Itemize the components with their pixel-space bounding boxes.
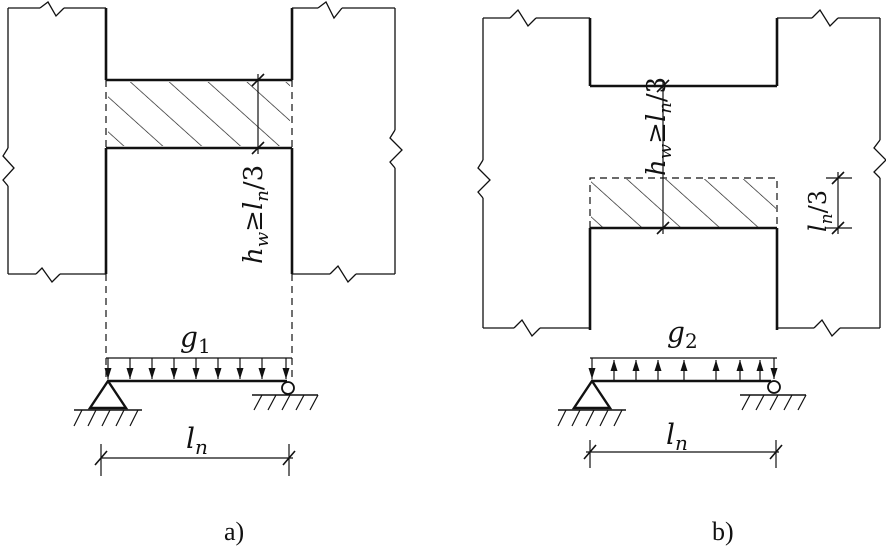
panel-b [477, 8, 886, 468]
panel-b-load-arrow-head [680, 360, 688, 371]
panel-a-load-arrow-head [148, 368, 156, 379]
panel-b-load-label: g2 [667, 316, 698, 353]
panel-b-hatched-load-zone [591, 179, 776, 227]
panel-b-load-arrow-head [610, 360, 618, 371]
panel-a-load-arrows [104, 358, 290, 379]
panel-a-pin-support [73, 378, 142, 427]
panel-b-roller-support [740, 380, 807, 411]
panel-a-load-arrow-head [236, 368, 244, 379]
panel-b-wall-boundary-left [477, 8, 590, 338]
panel-a-load-arrow-head [282, 368, 290, 379]
panel-a-load-arrow-head [104, 368, 112, 379]
panel-a-opening-outline [104, 8, 294, 274]
panel-a-load-arrow-head [192, 368, 200, 379]
panel-a-span-label: ln [186, 422, 208, 459]
panel-b-load-arrow-head [632, 360, 640, 371]
panel-a-height-label: hw≥ln/3 [239, 165, 273, 264]
panel-b-lower-opening-outline [588, 226, 779, 330]
panel-b-load-arrow-head [654, 360, 662, 371]
panel-a-load-arrow-head [214, 368, 222, 379]
panel-a-span-dimension [94, 444, 296, 476]
panel-a [2, 1, 403, 476]
panel-b-height-label: hw≥ln/3 [642, 77, 676, 176]
panel-b-load-arrow-head [736, 360, 744, 371]
panel-a-height-dimension [251, 73, 265, 155]
panel-a-load-arrow-head [126, 368, 134, 379]
panel-a-load-arrow-head [170, 368, 178, 379]
panel-b-load-arrow-head [756, 360, 764, 371]
panel-a-caption: a) [224, 517, 244, 546]
panel-b-hatch-dashed-boundary [589, 177, 778, 228]
panel-b-upper-opening-outline [588, 18, 779, 88]
panel-b-third-label: ln/3 [804, 190, 837, 232]
panel-a-hatched-load-zone [108, 82, 290, 146]
panel-a-load-label: g1 [180, 321, 211, 358]
panel-b-load-arrow-head [712, 360, 720, 371]
panel-b-wall-boundary-right [777, 8, 886, 338]
panel-b-height-dimension [656, 79, 670, 235]
panel-b-load-arrow-head [588, 368, 596, 379]
panel-a-wall-boundary-right [292, 1, 403, 284]
panel-a-wall-boundary-left [2, 1, 106, 284]
panel-a-roller-support [252, 381, 319, 411]
panel-b-caption: b) [712, 517, 734, 546]
panel-b-third-dimension [826, 171, 852, 235]
panel-b-load-arrow-head [770, 368, 778, 379]
panel-b-span-label: ln [666, 418, 688, 455]
panel-b-span-dimension [583, 440, 783, 468]
panel-a-load-arrow-head [258, 368, 266, 379]
panel-b-load-arrows [588, 358, 778, 380]
panel-b-pin-support [557, 378, 626, 427]
